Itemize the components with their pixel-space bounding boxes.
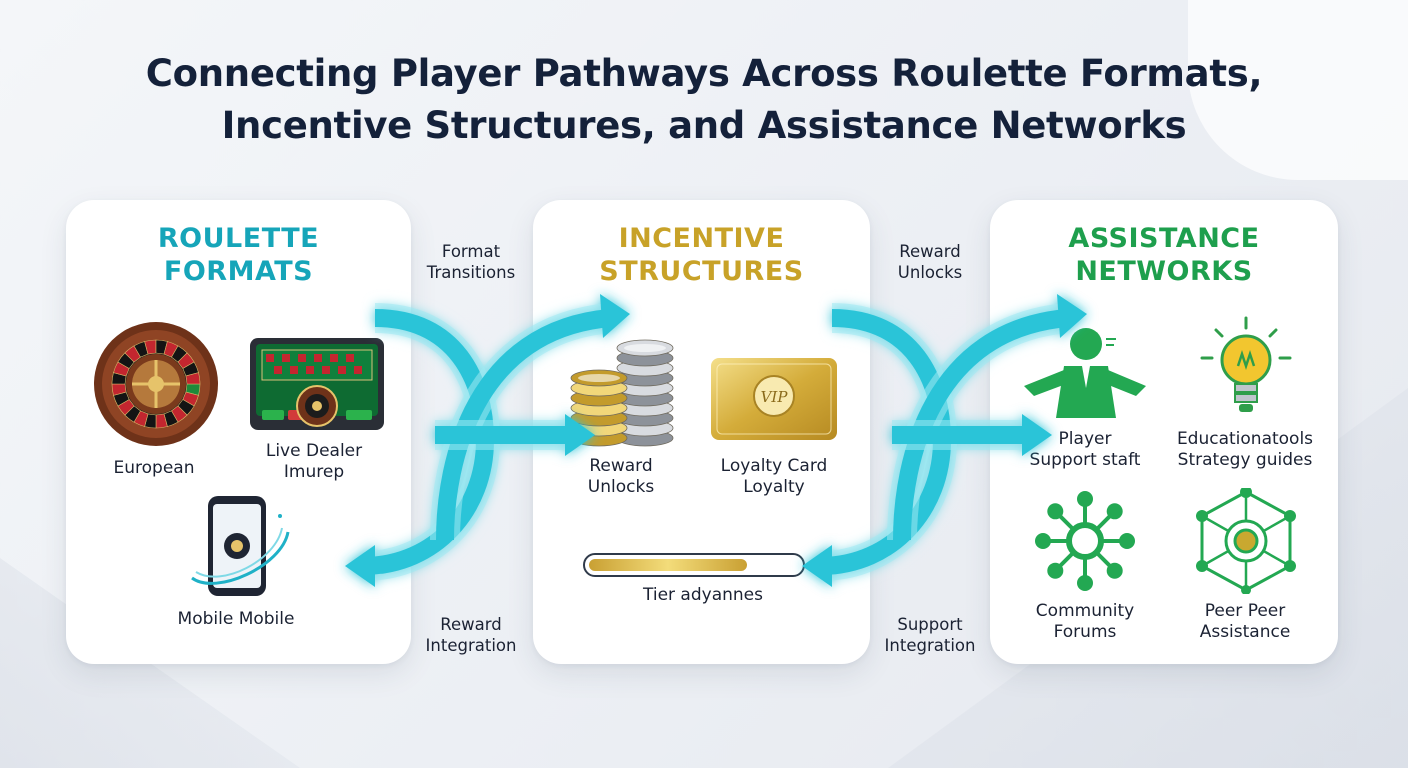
wheel-pocket: [185, 372, 201, 385]
label-line: Loyalty Card: [720, 456, 828, 476]
tier-advances-label: Tier adyannes: [643, 585, 763, 605]
educational-tools-label: Educationatools Strategy guides: [1160, 429, 1330, 471]
chip-stack-icon: [570, 339, 674, 447]
arrow-head: [1057, 294, 1087, 338]
roulette-formats-panel: ROULETTE FORMATS European Live Dealer: [66, 200, 411, 664]
european-label: European: [113, 458, 195, 478]
live-dealer-label: Live Dealer Imurep: [244, 441, 384, 483]
panel-heading: ROULETTE FORMATS: [66, 222, 411, 288]
panel-heading: ASSISTANCE NETWORKS: [990, 222, 1338, 288]
flow-label-line: Format: [441, 242, 501, 261]
reward-unlocks-flow-label: Reward Unlocks: [870, 241, 990, 283]
flow-label-line: Integration: [884, 636, 976, 655]
label-line: Support staft: [1029, 450, 1141, 470]
flow-label-line: Unlocks: [897, 263, 963, 282]
vip-loyalty-card-icon: VIP: [711, 358, 837, 440]
support-staff-icon: [1024, 328, 1146, 418]
vip-text: VIP: [761, 388, 789, 406]
label-line: Forums: [1053, 622, 1117, 642]
hub-node: [1035, 533, 1051, 549]
assistance-networks-panel: ASSISTANCE NETWORKS Player Support staft…: [990, 200, 1338, 664]
hub-node: [1106, 503, 1123, 520]
label-line: Educationatools: [1176, 429, 1314, 449]
format-transitions-label: Format Transitions: [410, 241, 532, 283]
arrow-head: [600, 294, 630, 338]
page-title: Connecting Player Pathways Across Roulet…: [0, 48, 1408, 152]
heading-line: INCENTIVE: [618, 223, 785, 254]
support-staff-label: Player Support staft: [1010, 429, 1160, 471]
label-line: Imurep: [283, 462, 345, 482]
label-line: Unlocks: [587, 477, 655, 497]
hub-node: [1077, 575, 1093, 591]
heading-line: STRUCTURES: [599, 256, 804, 287]
background-shape: [1188, 0, 1408, 180]
heading-line: NETWORKS: [1075, 256, 1253, 287]
mobile-label: Mobile Mobile: [177, 609, 295, 629]
flow-label-line: Reward: [440, 615, 502, 634]
hub-node: [1047, 503, 1064, 520]
live-dealer-table-icon: [250, 338, 384, 430]
chip-top: [578, 374, 620, 382]
title-line-1: Connecting Player Pathways Across Roulet…: [145, 52, 1263, 95]
peer-assistance-icon: [1196, 488, 1296, 594]
heading-line: ROULETTE: [157, 223, 320, 254]
hub-node: [1119, 533, 1135, 549]
chip-top: [624, 344, 666, 352]
reward-unlocks-label: Reward Unlocks: [551, 456, 691, 498]
reward-integration-label: Reward Integration: [410, 614, 532, 656]
arrow-head: [802, 545, 832, 587]
hub-node: [1077, 491, 1093, 507]
label-line: Strategy guides: [1177, 450, 1313, 470]
arrow-head: [1022, 414, 1052, 456]
panel-heading: INCENTIVE STRUCTURES: [533, 222, 870, 288]
label-line: Peer Peer: [1204, 601, 1286, 621]
loyalty-card-label: Loyalty Card Loyalty: [699, 456, 849, 498]
flow-label-line: Support: [897, 615, 963, 634]
label-line: Loyalty: [743, 477, 805, 497]
label-line: Assistance: [1199, 622, 1291, 642]
flow-label-line: Integration: [425, 636, 517, 655]
arrow-head: [345, 545, 375, 587]
label-line: Player: [1058, 429, 1112, 449]
roulette-wheel-icon: [94, 322, 218, 446]
peer-assistance-label: Peer Peer Assistance: [1160, 601, 1330, 643]
title-line-2: Incentive Structures, and Assistance Net…: [221, 104, 1187, 147]
label-line: Reward: [589, 456, 653, 476]
lightbulb-icon: [1200, 316, 1292, 412]
tier-progress-fill: [589, 559, 747, 571]
pathway-arrow: [893, 309, 1068, 541]
flow-label-line: Transitions: [426, 263, 516, 282]
label-line: Community: [1035, 601, 1135, 621]
hub-node: [1047, 562, 1064, 579]
arrow-head: [565, 414, 595, 456]
mobile-phone-icon: [191, 496, 290, 596]
community-forums-label: Community Forums: [1010, 601, 1160, 643]
pathway-arrow: [436, 309, 611, 541]
label-line: Live Dealer: [265, 441, 363, 461]
hub-node: [1106, 562, 1123, 579]
heading-line: FORMATS: [163, 256, 314, 287]
heading-line: ASSISTANCE: [1068, 223, 1260, 254]
support-integration-label: Support Integration: [870, 614, 990, 656]
flow-label-line: Reward: [899, 242, 961, 261]
community-network-icon: [1035, 491, 1135, 591]
